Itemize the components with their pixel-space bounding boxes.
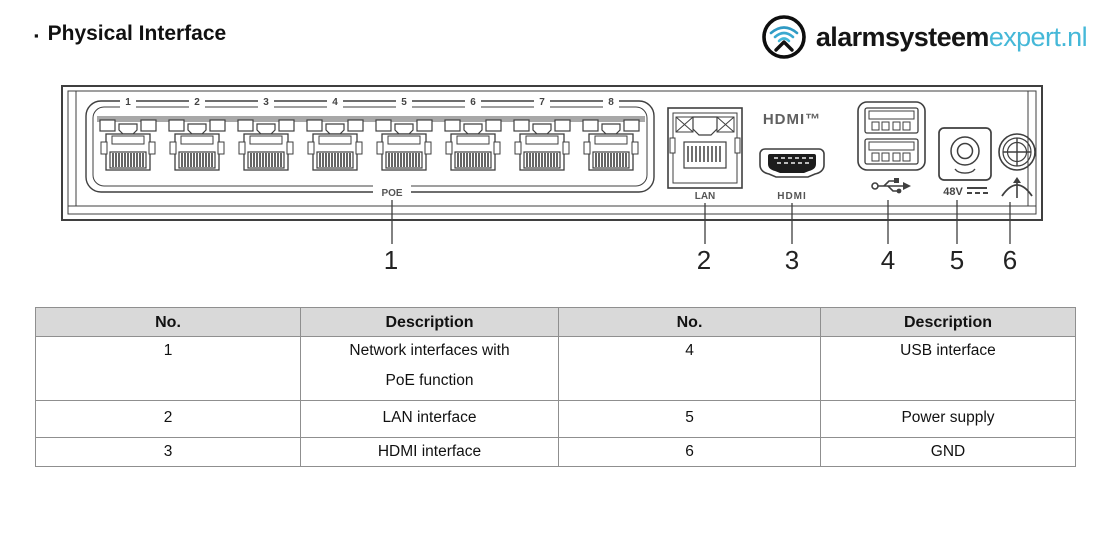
usb-trident-icon (871, 178, 911, 194)
port-number-1: 1 (125, 97, 131, 108)
header-desc-left: Description (300, 306, 559, 338)
port-number-7: 7 (539, 97, 545, 108)
cell-no: 1 (35, 336, 301, 402)
callout-number-3: 3 (785, 245, 799, 275)
cell-description: Network interfaces with PoE function (300, 336, 559, 402)
header-no-right: No. (558, 306, 821, 338)
callout-number-1: 1 (384, 245, 398, 275)
poe-port-4 (306, 119, 364, 171)
brand-name-light: expert.nl (988, 21, 1088, 52)
cell-description: USB interface (820, 336, 1076, 402)
power-jack: 48V (938, 127, 992, 198)
poe-port-7 (513, 119, 571, 171)
cell-description: HDMI interface (300, 437, 559, 467)
cell-no: 4 (558, 336, 821, 402)
description-line-2: PoE function (385, 371, 474, 389)
poe-port-6 (444, 119, 502, 171)
port-number-5: 5 (401, 97, 407, 108)
table-header-row: No. Description No. Description (35, 306, 1076, 338)
brand-logo: alarmsysteemexpert.nl (760, 13, 1088, 61)
brand-name-bold: alarmsysteem (815, 21, 990, 52)
poe-port-group: 1 2 3 4 5 6 7 8 POE (85, 93, 655, 199)
callout-number-4: 4 (881, 245, 895, 275)
dc-voltage-icon (967, 187, 988, 194)
cell-no: 6 (558, 437, 821, 467)
header-desc-right: Description (820, 306, 1076, 338)
callouts (391, 200, 1011, 244)
hdmi-port: HDMI™ HDMI (759, 111, 825, 202)
table-row: 3 HDMI interface 6 GND (35, 437, 1076, 467)
cell-no: 2 (35, 400, 301, 439)
hdmi-logo-text: HDMI™ (763, 111, 821, 128)
callout-number-5: 5 (950, 245, 964, 275)
cell-description: Power supply (820, 400, 1076, 439)
usb-ports (857, 101, 926, 194)
chassis-ground-icon (1001, 177, 1033, 198)
poe-port-8 (582, 119, 640, 171)
callout-number-6: 6 (1003, 245, 1017, 275)
lan-port: LAN (667, 107, 743, 202)
port-number-8: 8 (608, 97, 614, 108)
table-row: 2 LAN interface 5 Power supply (35, 400, 1076, 439)
description-line-1: Network interfaces with (349, 342, 510, 360)
poe-port-numbers: 1 2 3 4 5 6 7 8 (120, 93, 619, 108)
poe-port-5 (375, 119, 433, 171)
ground-screw (998, 133, 1036, 198)
port-number-4: 4 (332, 97, 338, 108)
hdmi-label: HDMI (777, 191, 807, 202)
port-rail (97, 116, 645, 122)
wifi-waves-icon (762, 15, 806, 59)
cell-no: 3 (35, 437, 301, 467)
poe-port-2 (168, 119, 226, 171)
callout-number-2: 2 (697, 245, 711, 275)
brand-wordmark: alarmsysteemexpert.nl (815, 21, 1088, 53)
interface-description-table: No. Description No. Description 1 Networ… (35, 306, 1076, 467)
port-number-3: 3 (263, 97, 269, 108)
poe-port-3 (237, 119, 295, 171)
device-chassis (61, 85, 1043, 221)
lan-label: LAN (695, 191, 716, 202)
cell-description: LAN interface (300, 400, 559, 439)
cell-description: GND (820, 437, 1076, 467)
port-number-2: 2 (194, 97, 200, 108)
table-row: 1 Network interfaces with PoE function 4… (35, 336, 1076, 402)
page-title: ▪ Physical Interface (34, 22, 226, 46)
device-rear-panel-diagram: 1 2 3 4 5 6 7 8 POE (61, 85, 1043, 275)
poe-port-1 (99, 119, 157, 171)
poe-label: POE (381, 188, 402, 199)
header-no-left: No. (35, 306, 301, 338)
cell-no: 5 (558, 400, 821, 439)
title-bullet: ▪ (34, 27, 39, 43)
page-title-text: Physical Interface (47, 22, 227, 45)
power-voltage-label: 48V (943, 186, 963, 198)
port-number-6: 6 (470, 97, 476, 108)
